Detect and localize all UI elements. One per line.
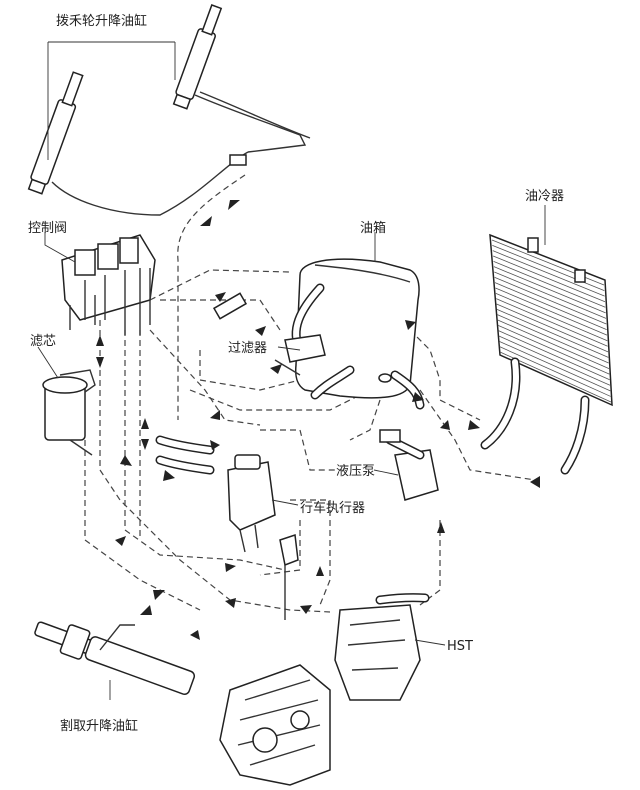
flow-arrows <box>96 200 540 640</box>
filter-screen <box>212 292 326 376</box>
hst-unit <box>334 593 430 701</box>
header-lift-cylinder <box>34 621 196 695</box>
cooler-fin <box>492 255 606 303</box>
oil-cooler <box>480 233 613 475</box>
cooler-fin <box>499 340 611 392</box>
reel-lift-cylinders <box>27 4 311 216</box>
cooler-fin <box>495 287 608 336</box>
label-filter-screen: 过滤器 <box>228 341 267 356</box>
cooler-fin <box>494 276 607 325</box>
cooler-fin <box>495 292 608 342</box>
travel-actuator <box>155 435 299 620</box>
cooler-fin <box>496 308 609 358</box>
cooler-fin <box>499 346 611 397</box>
cooler-fin <box>496 303 609 353</box>
label-oil-cooler: 油冷器 <box>525 189 564 204</box>
oil-tank <box>291 258 425 410</box>
label-oil-tank: 油箱 <box>360 220 386 236</box>
label-reel-lift-cylinder: 拨禾轮升降油缸 <box>56 13 147 29</box>
label-hydraulic-pump: 液压泵 <box>336 464 375 479</box>
cooler-fin <box>496 298 608 347</box>
hydraulic-pump <box>379 429 439 501</box>
cooler-fin <box>497 324 610 375</box>
label-filter-core: 滤芯 <box>30 334 56 349</box>
cooler-fin <box>492 244 605 291</box>
cooler-fin <box>493 260 606 308</box>
filter-core <box>42 369 96 456</box>
cooler-fin <box>498 335 611 386</box>
label-hst: HST <box>447 639 473 654</box>
cooler-fin <box>497 319 610 369</box>
cooler-fin <box>493 266 606 314</box>
cooler-fin <box>494 271 607 319</box>
label-travel-actuator: 行车执行器 <box>300 500 365 516</box>
transmission <box>219 664 331 786</box>
label-header-lift-cylinder: 割取升降油缸 <box>60 718 138 734</box>
cooler-fin <box>494 282 607 330</box>
cooler-fin <box>497 314 609 364</box>
cooler-fin <box>498 330 610 381</box>
control-valve <box>61 234 156 335</box>
cooler-fin <box>492 250 605 297</box>
label-control-valve: 控制阀 <box>28 221 67 236</box>
hydraulic-hoses <box>84 174 536 613</box>
leader-lines <box>37 41 546 700</box>
